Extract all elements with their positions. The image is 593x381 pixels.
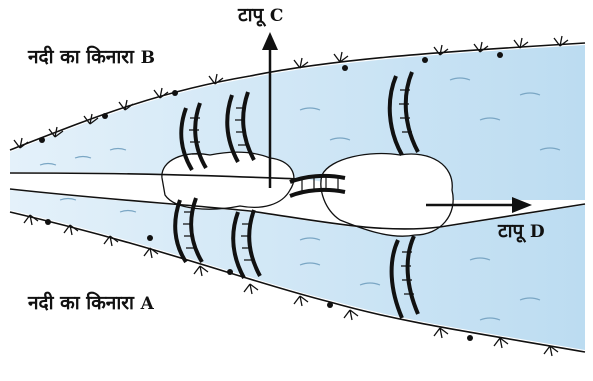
label-bank-a-letter: A (141, 294, 154, 314)
island-c (162, 152, 294, 209)
label-bank-a-text: नदी का किनारा (28, 292, 134, 314)
label-bank-a: नदी का किनारा A (28, 294, 154, 313)
label-island-d-letter: D (530, 222, 545, 242)
label-island-c-text: टापू (238, 4, 263, 26)
label-bank-b-letter: B (141, 48, 155, 68)
label-island-d: टापू D (498, 222, 545, 241)
label-bank-b: नदी का किनारा B (28, 48, 155, 67)
label-island-d-text: टापू (498, 220, 523, 242)
river-lower-branch (10, 190, 585, 350)
label-island-c: टापू C (238, 6, 283, 25)
label-island-c-letter: C (270, 6, 284, 26)
label-bank-b-text: नदी का किनारा (28, 46, 134, 68)
